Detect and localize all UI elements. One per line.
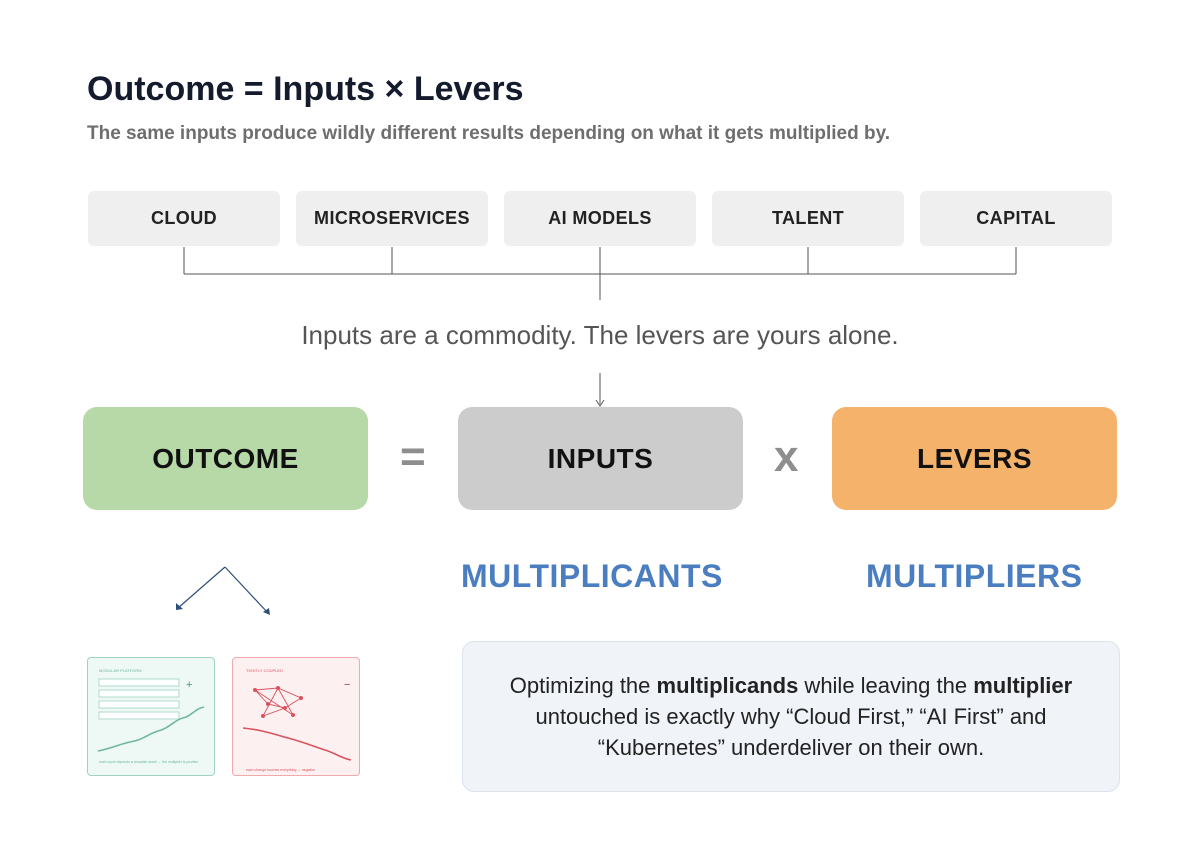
- input-pill-microservices: MICROSERVICES: [296, 191, 488, 246]
- times-sign: x: [774, 432, 799, 481]
- note-text-2: while leaving the: [798, 673, 974, 698]
- tightly-coupled-thumbnail: TIGHTLY COUPLED − each change touches ev…: [232, 657, 360, 776]
- note-bold-multiplicands: multiplicands: [656, 673, 799, 698]
- thumb-left-caption: each cycle depends a reusable asset → th…: [99, 760, 198, 764]
- multiplicants-label: MULTIPLICANTS: [461, 558, 723, 594]
- inputs-box: INPUTS: [458, 407, 743, 510]
- note-text-1: Optimizing the: [509, 673, 657, 698]
- input-pill-ai-models: AI MODELS: [504, 191, 696, 246]
- plus-icon: +: [186, 679, 192, 691]
- multipliers-label: MULTIPLIERS: [866, 558, 1083, 594]
- split-arrow: [177, 566, 269, 614]
- page-subtitle: The same inputs produce wildly different…: [87, 123, 891, 144]
- outcome-box: OUTCOME: [83, 407, 368, 510]
- input-pill-capital: CAPITAL: [920, 191, 1112, 246]
- input-pill-cloud: CLOUD: [88, 191, 280, 246]
- equals-sign: =: [400, 432, 426, 481]
- input-pill-talent: TALENT: [712, 191, 904, 246]
- levers-box: LEVERS: [832, 407, 1117, 510]
- thumb-right-heading: TIGHTLY COUPLED: [246, 668, 283, 673]
- page-title: Outcome = Inputs × Levers: [87, 70, 524, 108]
- tagline: Inputs are a commodity. The levers are y…: [301, 320, 899, 350]
- note-text-3: untouched is exactly why “Cloud First,” …: [535, 704, 1047, 760]
- minus-icon: −: [344, 679, 350, 691]
- note-bold-multiplier: multiplier: [973, 673, 1073, 698]
- thumb-left-heading: MODULAR PLATFORM: [99, 668, 142, 673]
- modular-platform-thumbnail: MODULAR PLATFORM + each cycle depends a …: [87, 657, 215, 776]
- thumb-right-caption: each change touches everything → negativ…: [246, 768, 315, 772]
- explanation-note: Optimizing the multiplicands while leavi…: [462, 641, 1120, 792]
